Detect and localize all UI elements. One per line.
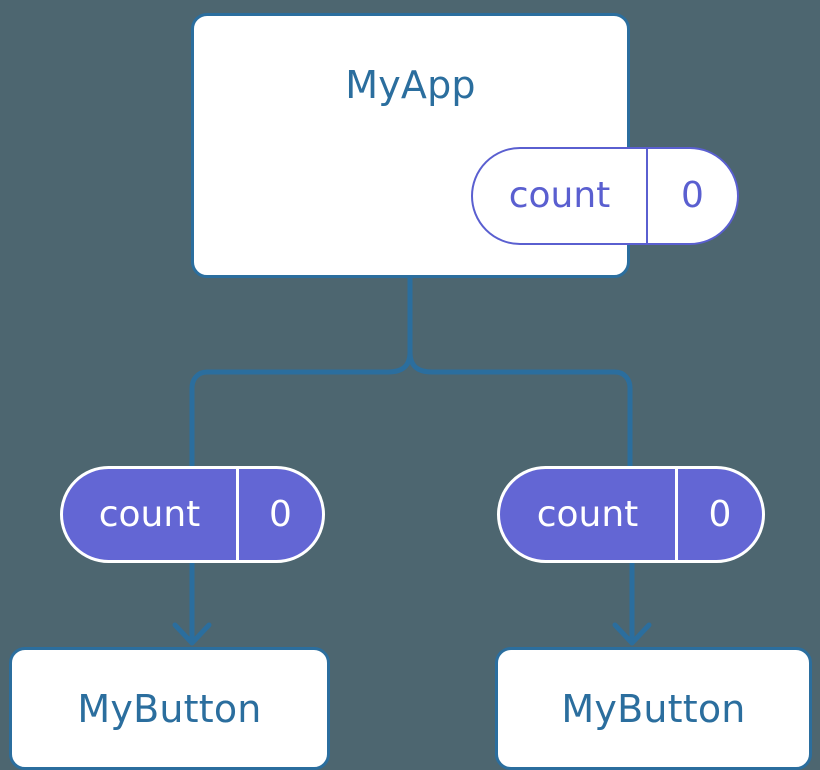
branch-right-line <box>407 351 633 466</box>
arrow-right-head-icon <box>612 622 652 646</box>
component-title-mybutton-left: MyButton <box>77 686 262 731</box>
prop-pill-key-right: count <box>536 493 639 535</box>
prop-pill-value-left: 0 <box>236 469 322 560</box>
state-pill-value: 0 <box>646 149 737 243</box>
prop-pill-key-left: count <box>98 493 201 535</box>
prop-pill-count-right[interactable]: count 0 <box>497 466 765 563</box>
state-pill-count[interactable]: count 0 <box>471 147 739 245</box>
state-pill-key: count <box>508 175 611 216</box>
component-box-mybutton-left[interactable]: MyButton <box>9 647 330 770</box>
arrow-left-head-icon <box>172 622 212 646</box>
component-title-myapp: MyApp <box>345 63 476 107</box>
component-title-mybutton-right: MyButton <box>561 686 746 731</box>
component-box-myapp[interactable]: MyApp count 0 <box>191 13 739 278</box>
prop-pill-count-left[interactable]: count 0 <box>60 466 325 563</box>
component-box-mybutton-right[interactable]: MyButton <box>495 647 812 770</box>
branch-left-line <box>189 351 413 466</box>
prop-pill-value-right: 0 <box>675 469 762 560</box>
